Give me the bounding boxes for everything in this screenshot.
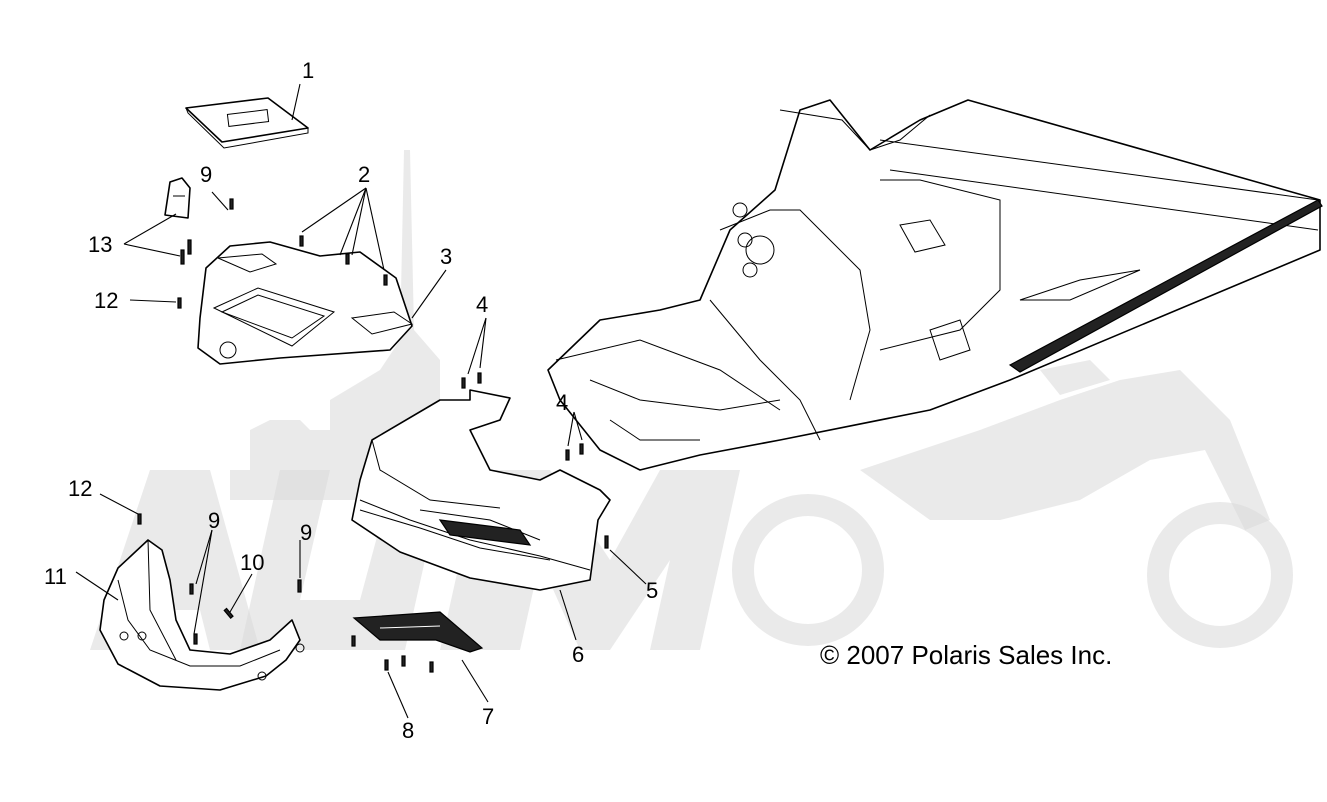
callout-1: 1 xyxy=(302,58,314,83)
callout-6: 6 xyxy=(572,642,584,667)
callout-12-lower: 12 xyxy=(68,476,92,501)
callout-4-upper: 4 xyxy=(476,292,488,317)
callout-3: 3 xyxy=(440,244,452,269)
callout-9-left: 9 xyxy=(208,508,220,533)
callout-labels: 1 2 3 4 4 5 6 7 8 9 9 9 10 11 12 12 13 xyxy=(44,58,658,743)
callout-4-lower: 4 xyxy=(556,390,568,415)
callout-7: 7 xyxy=(482,704,494,729)
part-3-upper-console xyxy=(177,198,414,365)
callout-11: 11 xyxy=(44,564,67,589)
callout-2: 2 xyxy=(358,162,370,187)
fasteners xyxy=(137,372,609,673)
part-7-mesh-plate xyxy=(352,611,484,653)
part-1-cover-plate xyxy=(185,97,309,149)
chassis-frame xyxy=(547,99,1323,471)
callout-13: 13 xyxy=(88,232,112,257)
part-13-clip xyxy=(164,177,192,265)
leader-lines xyxy=(75,83,647,719)
callout-8: 8 xyxy=(402,718,414,743)
callout-12-upper: 12 xyxy=(94,288,118,313)
callout-10: 10 xyxy=(240,550,264,575)
part-11-front-bumper xyxy=(99,539,305,691)
part-6-belly-pan xyxy=(351,389,611,591)
callout-9-upper: 9 xyxy=(200,162,212,187)
callout-5: 5 xyxy=(646,578,658,603)
callout-9-right: 9 xyxy=(300,520,312,545)
copyright-notice: © 2007 Polaris Sales Inc. xyxy=(820,640,1112,670)
